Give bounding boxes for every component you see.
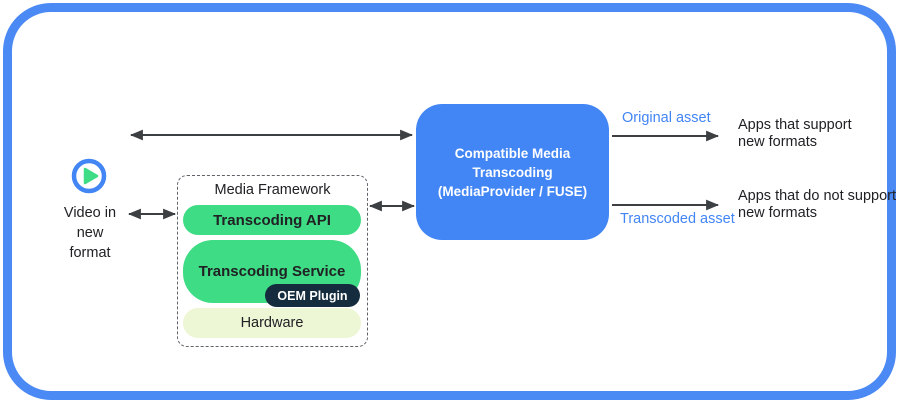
transcoding-api-label: Transcoding API (213, 211, 331, 229)
apps-no-support-label: Apps that do not support new formats (738, 188, 896, 221)
oem-plugin-pill: OEM Plugin (265, 284, 360, 307)
transcoding-api-pill: Transcoding API (183, 205, 361, 235)
play-icon (69, 156, 109, 196)
transcoder-title: Compatible Media Transcoding (454, 145, 571, 180)
hardware-pill: Hardware (183, 308, 361, 338)
media-framework-title: Media Framework (214, 182, 331, 198)
original-asset-label: Original asset (622, 110, 711, 126)
transcoder-box: Compatible Media Transcoding (MediaProvi… (416, 104, 609, 240)
apps-support-label: Apps that support new formats (738, 117, 852, 150)
transcoding-service-pill: Transcoding Service OEM Plugin (183, 240, 361, 307)
transcoding-service-label: Transcoding Service (198, 263, 346, 280)
source-label: Video in new format (63, 205, 117, 261)
transcoder-subtitle: (MediaProvider / FUSE) (437, 183, 588, 199)
oem-plugin-label: OEM Plugin (277, 288, 348, 303)
media-framework-box: Media Framework Transcoding API Transcod… (177, 175, 368, 347)
transcoded-asset-label: Transcoded asset (620, 211, 735, 227)
hardware-label: Hardware (240, 315, 304, 331)
diagram-outer-border (3, 3, 896, 400)
